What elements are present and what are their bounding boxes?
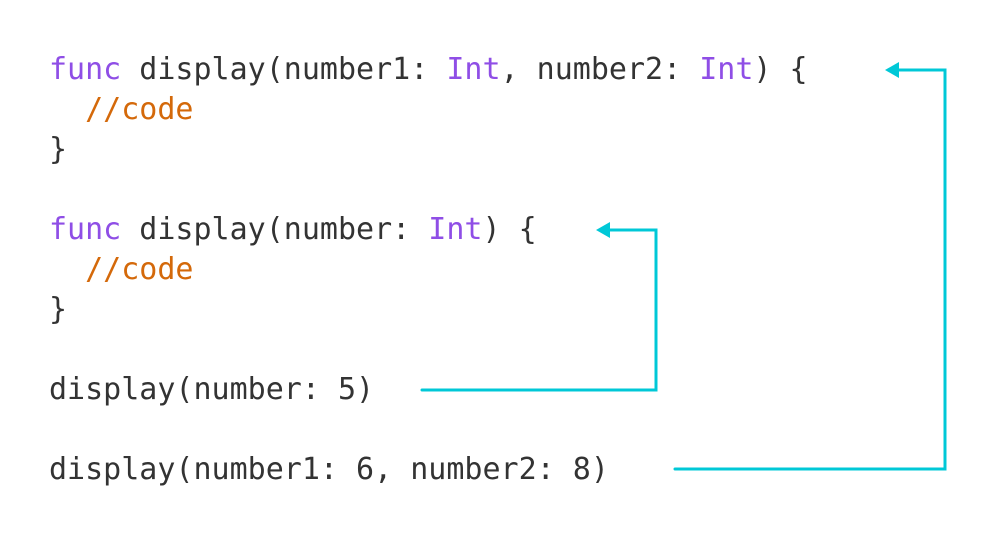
comment: //code <box>85 92 194 127</box>
code-line-5: //code <box>49 250 194 290</box>
keyword: func <box>49 52 122 87</box>
code-line-1: func display(number1: Int, number2: Int)… <box>49 52 808 87</box>
code-line-8: display(number1: 6, number2: 8) <box>49 452 609 487</box>
arrowhead-icon <box>596 222 610 238</box>
code-line-2: //code <box>49 90 194 130</box>
arrowhead-icon <box>885 62 899 78</box>
arrow-2-connector <box>673 68 947 471</box>
keyword: func <box>49 212 122 247</box>
arrow-1-connector <box>420 228 658 392</box>
comment: //code <box>85 252 194 287</box>
code-line-7: display(number: 5) <box>49 372 375 407</box>
code-line-3: } <box>49 132 68 167</box>
code-line-4: func display(number: Int) { <box>49 212 537 247</box>
code-line-6: } <box>49 292 68 327</box>
